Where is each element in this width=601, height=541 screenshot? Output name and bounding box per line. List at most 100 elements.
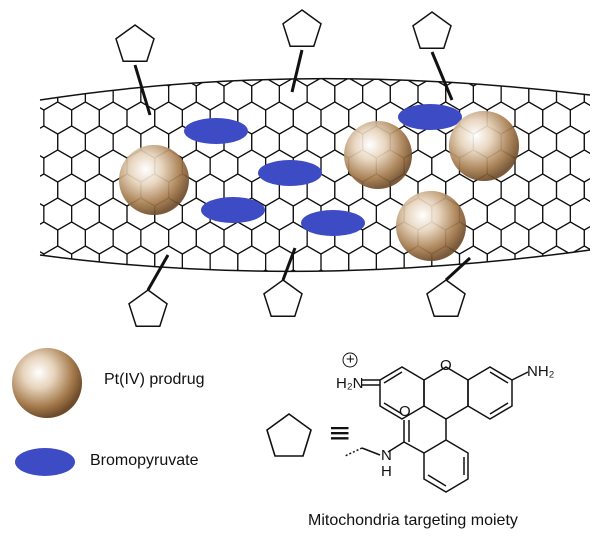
hex-cell	[306, 269, 336, 272]
hex-cell	[542, 197, 572, 231]
bromopyruvate-ellipses	[184, 104, 462, 236]
linker-bond	[133, 64, 152, 116]
hex-cell	[555, 269, 585, 272]
hex-cell	[529, 318, 557, 350]
hex-cell	[334, 78, 364, 111]
hex-cell	[223, 269, 253, 272]
targeting-moiety-linkers	[115, 9, 472, 327]
hex-cell	[418, 318, 446, 350]
hex-cell	[57, 269, 87, 272]
pt-prodrug-sphere	[119, 145, 189, 215]
hex-cell	[306, 125, 336, 159]
hex-cell	[557, 318, 585, 350]
bromopyruvate-ellipse	[184, 118, 248, 144]
pt-prodrug-spheres	[119, 111, 519, 261]
pt-prodrug-sphere	[449, 111, 519, 181]
hex-cell	[223, 221, 253, 255]
hex-cell	[543, 294, 571, 326]
hex-cell	[279, 318, 307, 350]
hex-cell	[389, 78, 419, 111]
hex-cell	[98, 197, 128, 231]
bromopyruvate-ellipse	[258, 160, 322, 186]
hex-cell	[320, 245, 350, 272]
hex-cell	[112, 78, 142, 111]
oxygen-label: O	[440, 357, 452, 374]
hex-cell	[362, 78, 391, 111]
hex-cell	[555, 221, 585, 255]
hex-cell	[528, 78, 558, 111]
hex-cell	[43, 197, 73, 231]
hex-cell	[43, 245, 73, 272]
hex-cell	[542, 78, 572, 87]
hex-cell	[265, 197, 294, 231]
hex-cell	[16, 294, 44, 326]
pt-prodrug-sphere	[396, 191, 466, 261]
hex-cell	[181, 245, 211, 272]
hex-cell	[70, 149, 100, 183]
ellipse-legend-label: Bromopyruvate	[90, 452, 199, 469]
hex-cell	[70, 197, 100, 231]
hex-cell	[514, 197, 544, 231]
hex-cell	[555, 125, 585, 159]
hex-cell	[569, 149, 590, 183]
hex-cell	[292, 245, 322, 272]
hex-cell	[473, 318, 501, 350]
hex-cell	[404, 294, 432, 326]
hex-cell	[84, 78, 114, 111]
hex-cell	[542, 149, 572, 183]
pentagon-icon	[263, 279, 303, 317]
hex-cell	[514, 245, 544, 272]
hex-cell	[195, 269, 225, 272]
hex-cell	[99, 294, 127, 326]
hex-cell	[40, 221, 59, 255]
hex-cell	[70, 78, 100, 87]
hex-cell	[154, 78, 183, 87]
hex-cell	[528, 269, 558, 272]
charge-circle	[342, 352, 358, 368]
hex-cell	[40, 269, 59, 272]
hex-cell	[84, 221, 114, 255]
hex-cell	[306, 78, 336, 111]
equivalence-symbol: ≡	[328, 416, 351, 449]
hex-cell	[583, 125, 590, 159]
hex-cell	[181, 78, 211, 87]
hex-cell	[376, 294, 404, 326]
hex-cell	[542, 101, 572, 135]
hex-cell	[514, 149, 544, 183]
hex-cell	[265, 78, 294, 87]
hex-cell	[251, 78, 280, 111]
hex-cell	[417, 125, 447, 159]
linker-bond	[430, 51, 454, 101]
linker-bond	[281, 247, 297, 281]
hex-cell	[335, 318, 363, 350]
moiety-caption: Mitochondria targeting moiety	[308, 512, 518, 529]
linker-bond	[290, 49, 304, 93]
hex-cell	[210, 294, 238, 326]
hex-cell	[514, 78, 544, 87]
hex-cell	[458, 78, 488, 87]
hex-cell	[501, 318, 529, 350]
ellipse-icon	[15, 448, 75, 476]
hex-cell	[251, 221, 280, 255]
hex-cell	[500, 78, 530, 111]
hex-cell	[58, 318, 86, 350]
hex-cell	[500, 221, 530, 255]
hex-cell	[223, 78, 253, 111]
hex-cell	[584, 318, 601, 350]
bromopyruvate-ellipse	[398, 104, 462, 130]
charge-label: +	[346, 351, 355, 368]
hex-cell	[57, 221, 87, 255]
hex-cell	[321, 294, 349, 326]
hex-cell	[251, 125, 280, 159]
hex-cell	[237, 78, 267, 87]
pentagon-icon	[282, 9, 322, 47]
amide-h-label: H	[381, 463, 392, 480]
amine-label: NH₂	[527, 363, 555, 380]
linker-bond	[146, 254, 170, 291]
hex-cell	[569, 101, 590, 135]
sphere-legend-label: Pt(IV) prodrug	[104, 371, 205, 388]
hex-cell	[196, 318, 224, 350]
hex-cell	[238, 294, 266, 326]
hex-cell	[515, 294, 543, 326]
